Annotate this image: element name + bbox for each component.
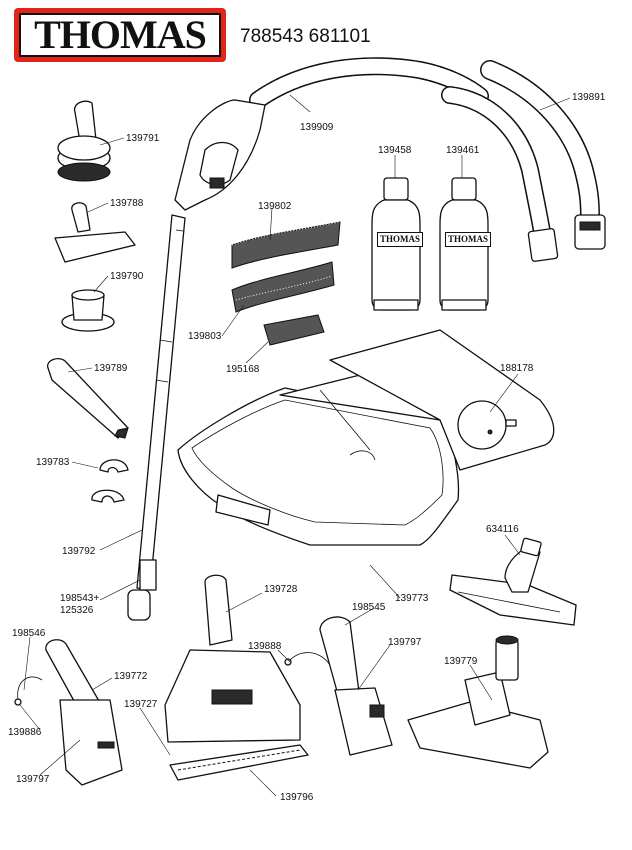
part-label: 139797: [388, 637, 422, 648]
bottle-label-139458: THOMAS: [377, 232, 424, 247]
part-label: 139891: [572, 92, 606, 103]
part-label: 139789: [94, 363, 128, 374]
carry-bag-drawing: [177, 329, 555, 546]
part-label: 139788: [110, 198, 144, 209]
part-label: 139728: [264, 584, 298, 595]
upholstery-nozzle-drawing: [54, 202, 136, 263]
part-label: 139458: [378, 145, 412, 156]
floor-nozzle-634116-drawing: [449, 537, 577, 626]
floor-nozzle-139779-drawing: [407, 635, 549, 769]
hose-drawing: [249, 57, 559, 262]
strip-drawing: [169, 744, 309, 781]
filter-139802-drawing: [231, 221, 341, 269]
handle-drawing: [174, 99, 266, 211]
part-label: 139792: [62, 546, 96, 557]
upholstery-tool-drawing: [14, 639, 123, 786]
hose-139891-drawing: [480, 60, 606, 250]
filter-195168-drawing: [263, 314, 325, 346]
part-label: 139791: [126, 133, 160, 144]
part-label: 198546: [12, 628, 46, 639]
part-label: 139773: [395, 593, 429, 604]
leader-lines: [19, 94, 571, 797]
part-label: 195168: [226, 364, 260, 375]
round-brush-drawing: [57, 100, 111, 182]
part-label: 139803: [188, 331, 222, 342]
part-label: 139888: [248, 641, 282, 652]
part-label: 198543+: [60, 593, 100, 604]
bottle-label-139461: THOMAS: [445, 232, 492, 247]
part-label: 139779: [444, 656, 478, 667]
part-label: 139796: [280, 792, 314, 803]
part-label: 125326: [60, 605, 94, 616]
thomas-logo: THOMAS: [14, 8, 226, 62]
adapter-drawing: [61, 289, 115, 332]
tube-drawing: [127, 214, 186, 621]
logo-text: THOMAS: [34, 12, 207, 57]
clips-drawing: [91, 459, 129, 503]
part-label: 139772: [114, 671, 148, 682]
part-label: 634116: [486, 524, 519, 535]
logo-frame: THOMAS: [19, 13, 221, 57]
part-label: 188178: [500, 363, 534, 374]
spray-nozzle-drawing: [284, 616, 393, 756]
bottle-139461-drawing: [439, 177, 489, 311]
wide-nozzle-drawing: [164, 574, 301, 743]
bottle-139458-drawing: [371, 177, 421, 311]
part-label: 139802: [258, 201, 292, 212]
part-label: 139909: [300, 122, 334, 133]
document-number: 788543 681101: [240, 26, 371, 47]
crevice-tool-drawing: [47, 358, 129, 439]
part-label: 139783: [36, 457, 70, 468]
part-label: 139790: [110, 271, 144, 282]
part-label: 139797: [16, 774, 50, 785]
part-label: 139886: [8, 727, 42, 738]
filter-139803-drawing: [231, 261, 335, 313]
part-label: 139461: [446, 145, 480, 156]
part-label: 198545: [352, 602, 386, 613]
part-label: 139727: [124, 699, 158, 710]
